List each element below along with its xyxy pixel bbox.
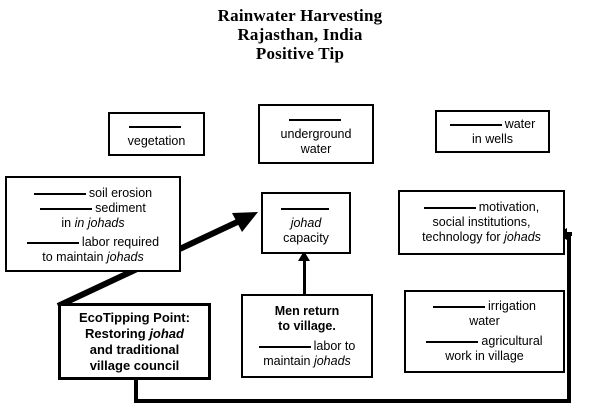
node-motivation[interactable]: motivation, social institutions, technol… bbox=[398, 190, 565, 255]
men-return-labor-line: labor to bbox=[258, 339, 355, 354]
node-vegetation-label: vegetation bbox=[127, 134, 186, 148]
arrowhead-into-johad-capacity-bottom bbox=[298, 251, 310, 261]
motivation-line-1: motivation, bbox=[423, 200, 539, 215]
node-vegetation[interactable]: vegetation bbox=[108, 112, 205, 156]
title-line-2: Rajasthan, India bbox=[237, 25, 363, 44]
node-ecotipping-point[interactable]: EcoTipping Point: Restoring johad and tr… bbox=[58, 303, 211, 380]
title-line-3: Positive Tip bbox=[255, 44, 345, 63]
feedback-loop-segment-right bbox=[567, 232, 571, 403]
feedback-loop-segment-bottom bbox=[134, 399, 571, 403]
sediment-line: sediment bbox=[40, 201, 146, 216]
node-water-in-wells-label-2: in wells bbox=[472, 131, 513, 146]
men-return-labor-line-2: maintain johads bbox=[263, 353, 351, 368]
men-return-line-2: to village. bbox=[278, 318, 336, 333]
irrigation-line-1: irrigation bbox=[433, 299, 536, 314]
labor-line-2: to maintain johads bbox=[42, 249, 144, 264]
ecotipping-line-4: village council bbox=[89, 357, 180, 373]
node-underground-water-label-2: water bbox=[300, 141, 332, 156]
agricultural-line-1: agricultural bbox=[426, 334, 543, 349]
page-title: Rainwater Harvesting Rajasthan, India Po… bbox=[0, 6, 600, 63]
men-return-to-capacity-shaft bbox=[303, 258, 306, 296]
sediment-line-2: in in johads bbox=[61, 215, 125, 230]
arrowhead-into-johad-capacity-left bbox=[232, 212, 258, 232]
blank-line bbox=[280, 201, 332, 216]
feedback-loop-segment-into-motivation bbox=[566, 232, 572, 236]
labor-line: labor required bbox=[26, 235, 159, 250]
ecotipping-title: EcoTipping Point: bbox=[79, 309, 190, 325]
node-men-return[interactable]: Men return to village. labor to maintain… bbox=[241, 294, 373, 378]
title-line-1: Rainwater Harvesting bbox=[217, 6, 383, 25]
node-underground-water-label-1: underground bbox=[280, 126, 352, 141]
blank-line bbox=[129, 119, 184, 134]
ecotipping-line-3: and traditional bbox=[89, 341, 180, 357]
node-erosion-sediment-labor[interactable]: soil erosion sediment in in johads labor… bbox=[5, 176, 181, 272]
node-water-in-wells-label-1: water bbox=[449, 117, 535, 132]
agricultural-line-2: work in village bbox=[445, 349, 524, 363]
node-johad-capacity-label-2: capacity bbox=[283, 230, 329, 245]
node-water-in-wells[interactable]: water in wells bbox=[435, 110, 550, 153]
node-johad-capacity[interactable]: johad capacity bbox=[261, 192, 351, 254]
motivation-line-3: technology for johads bbox=[422, 230, 541, 244]
node-underground-water[interactable]: underground water bbox=[258, 104, 374, 164]
feedback-loop-segment-down bbox=[134, 379, 138, 403]
motivation-line-2: social institutions, bbox=[432, 215, 531, 229]
erosion-line: soil erosion bbox=[33, 186, 152, 201]
ecotipping-line-2: Restoring johad bbox=[85, 325, 184, 341]
node-irrigation[interactable]: irrigation water agricultural work in vi… bbox=[404, 290, 565, 373]
blank-line bbox=[288, 112, 344, 127]
men-return-line-1: Men return bbox=[274, 303, 340, 318]
node-johad-capacity-label-1: johad bbox=[290, 215, 322, 230]
irrigation-line-2: water bbox=[469, 314, 500, 328]
